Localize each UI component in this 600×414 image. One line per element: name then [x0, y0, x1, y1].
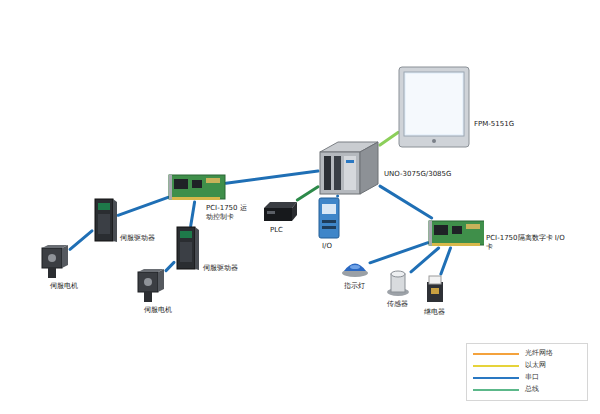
device-label: 伺服驱动器	[120, 234, 155, 243]
sensor-unit: 传感器	[385, 268, 411, 298]
legend-text: 串口	[525, 373, 539, 382]
legend-row: 串口	[467, 372, 587, 384]
legend-row: 以太网	[467, 360, 587, 372]
legend-swatch	[473, 365, 519, 367]
cable-connector	[70, 231, 92, 250]
digital-io-card: PCI-1750隔离数字卡 I/O卡	[428, 218, 484, 248]
cable-connector	[441, 248, 451, 274]
legend-swatch	[473, 353, 519, 355]
device-label: PLC	[270, 226, 283, 235]
cable-connector	[226, 171, 318, 183]
io-module-picture	[316, 196, 342, 240]
device-label: 伺服电机	[144, 306, 172, 315]
sensor-unit-picture	[385, 268, 411, 298]
servo-driver-picture	[174, 226, 200, 272]
legend-swatch	[473, 377, 519, 379]
device-label: 伺服电机	[50, 282, 78, 291]
cable-connector	[380, 132, 398, 145]
device-label: PCI-1750隔离数字卡 I/O卡	[486, 234, 568, 252]
legend-swatch	[473, 389, 519, 391]
device-label: I/O	[322, 242, 332, 251]
legend-row: 总线	[467, 384, 587, 396]
cable-connector	[191, 202, 195, 226]
relay-unit-picture	[424, 274, 446, 306]
legend-row: 光纤网络	[467, 348, 587, 360]
cable-connector	[370, 243, 428, 263]
legend-text: 总线	[525, 385, 539, 394]
device-label: 伺服驱动器	[203, 264, 238, 273]
plc-unit-picture	[262, 200, 298, 222]
embedded-pc-picture	[318, 138, 380, 196]
device-label: FPM-5151G	[474, 120, 514, 129]
legend-text: 以太网	[525, 361, 546, 370]
device-label: PCI-1750 运动控制卡	[206, 204, 250, 222]
device-label: 继电器	[424, 308, 445, 317]
cable-connector	[411, 248, 439, 272]
servo-motor-picture	[136, 268, 166, 304]
relay-unit: 继电器	[424, 274, 446, 306]
device-label: 传感器	[387, 300, 408, 309]
servo-motor: 伺服电机	[40, 244, 70, 280]
motion-card-picture	[168, 172, 226, 202]
io-module: I/O	[316, 196, 342, 240]
indicator-lamp: 指示灯	[340, 258, 370, 278]
device-label: UNO-3075G/3085G	[384, 170, 451, 179]
legend-text: 光纤网络	[525, 349, 553, 358]
legend-box: 光纤网络以太网串口总线	[466, 343, 588, 401]
cable-connector	[380, 186, 432, 218]
servo-driver: 伺服驱动器	[174, 226, 200, 272]
servo-driver-picture	[92, 198, 118, 242]
motion-card: PCI-1750 运动控制卡	[168, 172, 226, 202]
device-label: 指示灯	[344, 282, 365, 291]
indicator-lamp-picture	[340, 258, 370, 278]
plc-unit: PLC	[262, 200, 298, 222]
touch-monitor: FPM-5151G	[398, 66, 470, 148]
digital-io-card-picture	[428, 218, 484, 248]
cable-connector	[297, 187, 318, 200]
touch-monitor-picture	[398, 66, 470, 148]
cable-connector	[118, 197, 168, 215]
servo-motor: 伺服电机	[136, 268, 166, 304]
servo-driver: 伺服驱动器	[92, 198, 118, 242]
cable-connector	[166, 262, 174, 270]
servo-motor-picture	[40, 244, 70, 280]
embedded-pc: UNO-3075G/3085G	[318, 138, 380, 196]
